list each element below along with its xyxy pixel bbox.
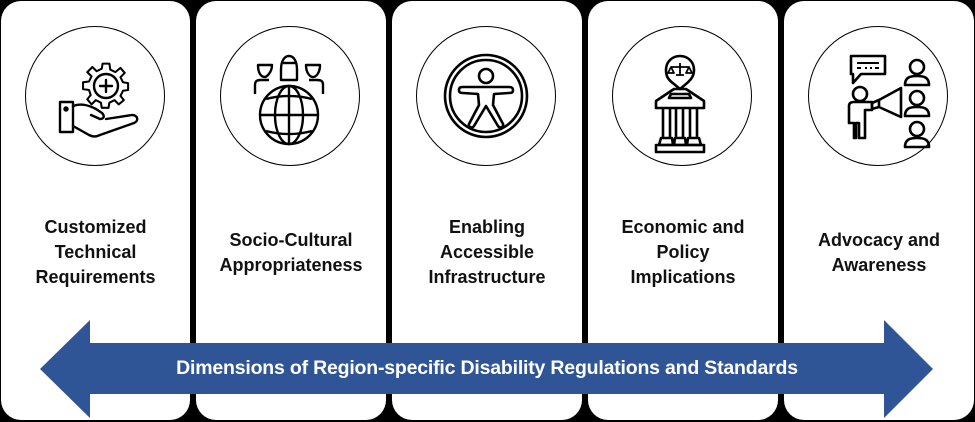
icon-circle bbox=[220, 26, 360, 166]
card-label: Enabling Accessible Infrastructure bbox=[392, 215, 582, 290]
card-label: Socio-Cultural Appropriateness bbox=[196, 228, 386, 278]
globe-people-icon bbox=[253, 54, 325, 146]
label-line: Requirements bbox=[35, 267, 156, 287]
hand-gear-plus-icon bbox=[58, 62, 138, 138]
megaphone-audience-icon bbox=[847, 54, 931, 149]
icon-circle bbox=[612, 26, 752, 166]
label-line: Accessible bbox=[439, 242, 535, 262]
label-line: Socio-Cultural bbox=[229, 230, 353, 250]
card-label: Advocacy and Awareness bbox=[784, 228, 974, 278]
label-line: Infrastructure bbox=[428, 267, 546, 287]
icon-circle bbox=[416, 26, 556, 166]
arrow-title: Dimensions of Region-specific Disability… bbox=[176, 357, 798, 379]
courthouse-scales-icon bbox=[654, 54, 706, 154]
arrow-shape bbox=[40, 320, 933, 418]
label-line: Appropriateness bbox=[219, 255, 363, 275]
label-line: Enabling bbox=[449, 217, 525, 237]
label-line: Technical bbox=[54, 242, 137, 262]
label-line: Customized bbox=[44, 217, 147, 237]
card-label: Customized Technical Requirements bbox=[1, 215, 190, 290]
label-line: Advocacy and bbox=[817, 230, 941, 250]
icon-circle bbox=[808, 26, 948, 166]
label-line: Policy bbox=[656, 242, 710, 262]
label-line: Awareness bbox=[831, 255, 927, 275]
card-label: Economic and Policy Implications bbox=[588, 215, 778, 290]
accessibility-icon bbox=[443, 53, 529, 139]
label-line: Economic and bbox=[621, 217, 745, 237]
label-line: Implications bbox=[630, 267, 736, 287]
icon-circle bbox=[24, 26, 165, 166]
